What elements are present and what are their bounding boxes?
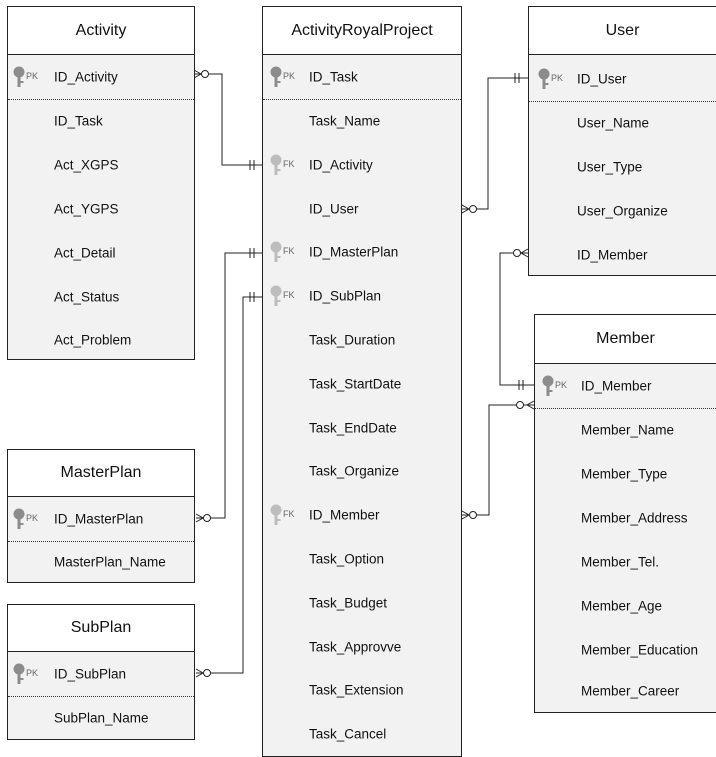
field-row: FK ID_MasterPlan bbox=[263, 230, 461, 274]
field-row: Task_Name bbox=[263, 99, 461, 143]
field-row: Task_Organize bbox=[263, 449, 461, 493]
rel-masterplan-project bbox=[196, 252, 262, 519]
pk-row: PK ID_Member bbox=[535, 364, 716, 408]
pk-row: PK ID_Task bbox=[263, 55, 461, 99]
field-row: Act_XGPS bbox=[54, 157, 119, 173]
entity-activityroyalproject[interactable]: ActivityRoyalProject PK ID_Task Task_Nam… bbox=[262, 6, 462, 757]
key-icon: FK bbox=[269, 285, 299, 307]
key-icon: FK bbox=[269, 504, 299, 526]
pk-field: ID_User bbox=[577, 71, 627, 87]
entity-title: Member bbox=[535, 315, 716, 364]
field-label: Task_Option bbox=[309, 551, 385, 567]
entity-title: User bbox=[529, 7, 716, 55]
entity-title: MasterPlan bbox=[8, 450, 194, 497]
field-row: Task_Extension bbox=[263, 668, 461, 712]
entity-member[interactable]: Member PK ID_Member Member_Name Member_T… bbox=[534, 314, 716, 713]
rel-subplan-project bbox=[196, 296, 262, 674]
entity-title: Activity bbox=[8, 7, 194, 55]
field-row: FK ID_Activity bbox=[263, 143, 461, 187]
field-label: Task_Duration bbox=[309, 332, 396, 348]
field-row: Act_Status bbox=[54, 289, 120, 305]
field-label: Task_EndDate bbox=[309, 420, 397, 436]
field-label: ID_SubPlan bbox=[309, 288, 382, 304]
field-row: MasterPlan_Name bbox=[54, 554, 166, 570]
key-icon: PK bbox=[537, 68, 567, 90]
key-icon: FK bbox=[269, 241, 299, 263]
field-row: Task_StartDate bbox=[263, 362, 461, 406]
field-row: Task_Approvve bbox=[263, 625, 461, 669]
key-icon: PK bbox=[12, 508, 42, 530]
pk-field: ID_SubPlan bbox=[54, 666, 127, 682]
field-row: User_Type bbox=[577, 159, 643, 175]
key-icon: PK bbox=[269, 66, 299, 88]
key-icon: PK bbox=[12, 66, 42, 88]
field-label: Task_StartDate bbox=[309, 376, 402, 392]
pk-field: ID_Activity bbox=[54, 69, 118, 85]
pk-field: ID_MasterPlan bbox=[54, 511, 144, 527]
rel-project-user bbox=[462, 77, 528, 210]
pk-row: PK ID_User bbox=[529, 57, 716, 101]
key-icon: PK bbox=[541, 375, 571, 397]
field-row: User_Organize bbox=[577, 203, 668, 219]
pk-divider bbox=[535, 408, 716, 409]
field-row: Task_Cancel bbox=[263, 712, 461, 756]
entity-title: ActivityRoyalProject bbox=[263, 7, 461, 55]
pk-divider bbox=[8, 99, 194, 100]
field-row: User_Name bbox=[577, 115, 650, 131]
field-row: SubPlan_Name bbox=[54, 710, 149, 726]
field-label: Task_Name bbox=[309, 113, 381, 129]
pk-row: PK ID_SubPlan bbox=[8, 652, 194, 696]
field-row: Member_Career bbox=[581, 683, 680, 699]
entity-user[interactable]: User PK ID_User User_Name User_Type User… bbox=[528, 6, 716, 276]
field-label: Task_Extension bbox=[309, 682, 404, 698]
field-row: Task_EndDate bbox=[263, 406, 461, 450]
field-row: FK ID_Member bbox=[263, 493, 461, 537]
field-row: Act_Problem bbox=[54, 332, 132, 348]
field-row: Act_YGPS bbox=[54, 201, 119, 217]
field-row: ID_User bbox=[263, 187, 461, 231]
field-label: Task_Organize bbox=[309, 463, 400, 479]
field-row: Member_Name bbox=[581, 422, 675, 438]
key-icon: PK bbox=[12, 663, 42, 685]
pk-divider bbox=[529, 101, 716, 102]
rel-project-member bbox=[462, 404, 534, 516]
pk-divider bbox=[263, 99, 461, 100]
field-row: Member_Type bbox=[581, 466, 668, 482]
field-label: ID_Member bbox=[309, 507, 380, 523]
field-row: Act_Detail bbox=[54, 245, 116, 261]
entity-activity[interactable]: Activity PK ID_Activity ID_Task Act_XGPS… bbox=[7, 6, 195, 360]
field-row: Member_Address bbox=[581, 510, 688, 526]
field-row: ID_Member bbox=[577, 247, 648, 263]
entity-title: SubPlan bbox=[8, 605, 194, 652]
pk-field: ID_Task bbox=[309, 69, 358, 85]
field-label: Task_Approvve bbox=[309, 639, 402, 655]
field-row: Member_Tel. bbox=[581, 554, 660, 570]
pk-row: PK ID_MasterPlan bbox=[8, 497, 194, 541]
pk-divider bbox=[8, 696, 194, 697]
field-label: Task_Cancel bbox=[309, 726, 387, 742]
field-label: Task_Budget bbox=[309, 595, 388, 611]
field-row: FK ID_SubPlan bbox=[263, 274, 461, 318]
pk-divider bbox=[8, 541, 194, 542]
pk-row: PK ID_Activity bbox=[8, 55, 194, 99]
field-label: ID_User bbox=[309, 201, 359, 217]
field-row: Task_Duration bbox=[263, 318, 461, 362]
field-row: Member_Age bbox=[581, 598, 663, 614]
rel-activity-project bbox=[194, 73, 262, 166]
entity-subplan[interactable]: SubPlan PK ID_SubPlan SubPlan_Name bbox=[7, 604, 195, 740]
entity-masterplan[interactable]: MasterPlan PK ID_MasterPlan MasterPlan_N… bbox=[7, 449, 195, 583]
field-label: ID_Activity bbox=[309, 157, 373, 173]
key-icon: FK bbox=[269, 154, 299, 176]
field-row: Member_Education bbox=[581, 642, 699, 658]
field-row: ID_Task bbox=[54, 113, 103, 129]
field-label: ID_MasterPlan bbox=[309, 244, 399, 260]
field-row: Task_Budget bbox=[263, 581, 461, 625]
pk-field: ID_Member bbox=[581, 378, 652, 394]
field-row: Task_Option bbox=[263, 537, 461, 581]
